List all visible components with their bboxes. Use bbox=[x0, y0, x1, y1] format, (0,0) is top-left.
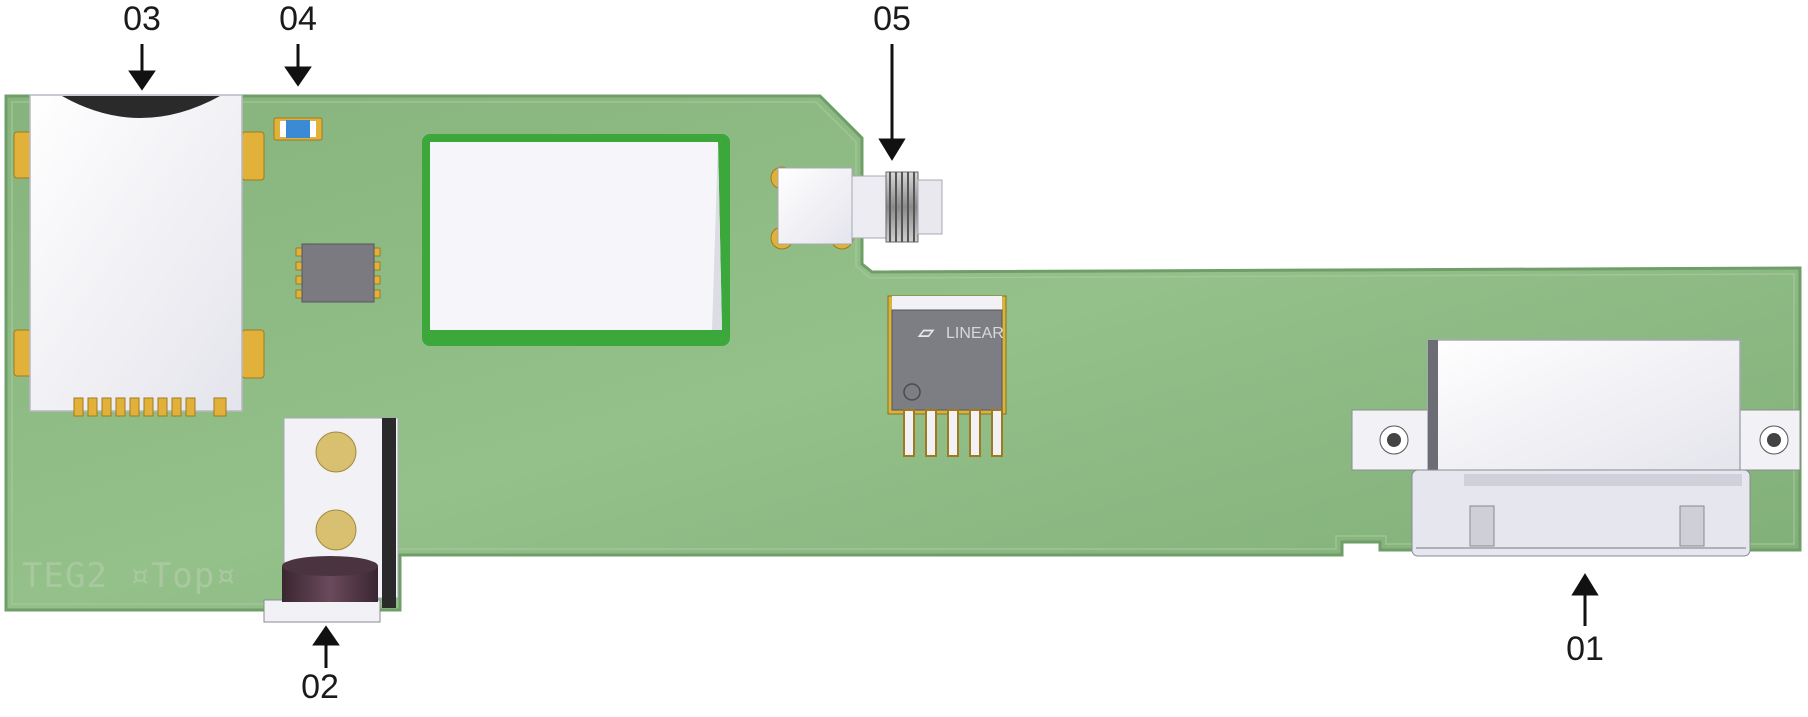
sd-card-holder bbox=[13, 94, 265, 417]
regulator-marking: LINEAR bbox=[946, 325, 1004, 342]
board-silkscreen-label: TEG2 ¤Top¤ bbox=[22, 556, 237, 596]
callout-label-04: 04 bbox=[279, 0, 317, 38]
soic-chip bbox=[295, 243, 381, 303]
sma-connector bbox=[770, 166, 943, 250]
dsub-connector bbox=[1351, 339, 1801, 557]
callout-label-01: 01 bbox=[1566, 630, 1604, 668]
rf-module bbox=[422, 134, 730, 346]
callout-arrows bbox=[128, 44, 1599, 668]
svg-text:▱: ▱ bbox=[917, 322, 935, 342]
callout-label-02: 02 bbox=[301, 668, 339, 706]
power-terminal bbox=[263, 417, 399, 623]
callout-label-03: 03 bbox=[123, 0, 161, 38]
smd-led bbox=[273, 117, 323, 141]
callout-label-05: 05 bbox=[873, 0, 911, 38]
voltage-regulator: ▱ LINEAR bbox=[887, 295, 1007, 457]
